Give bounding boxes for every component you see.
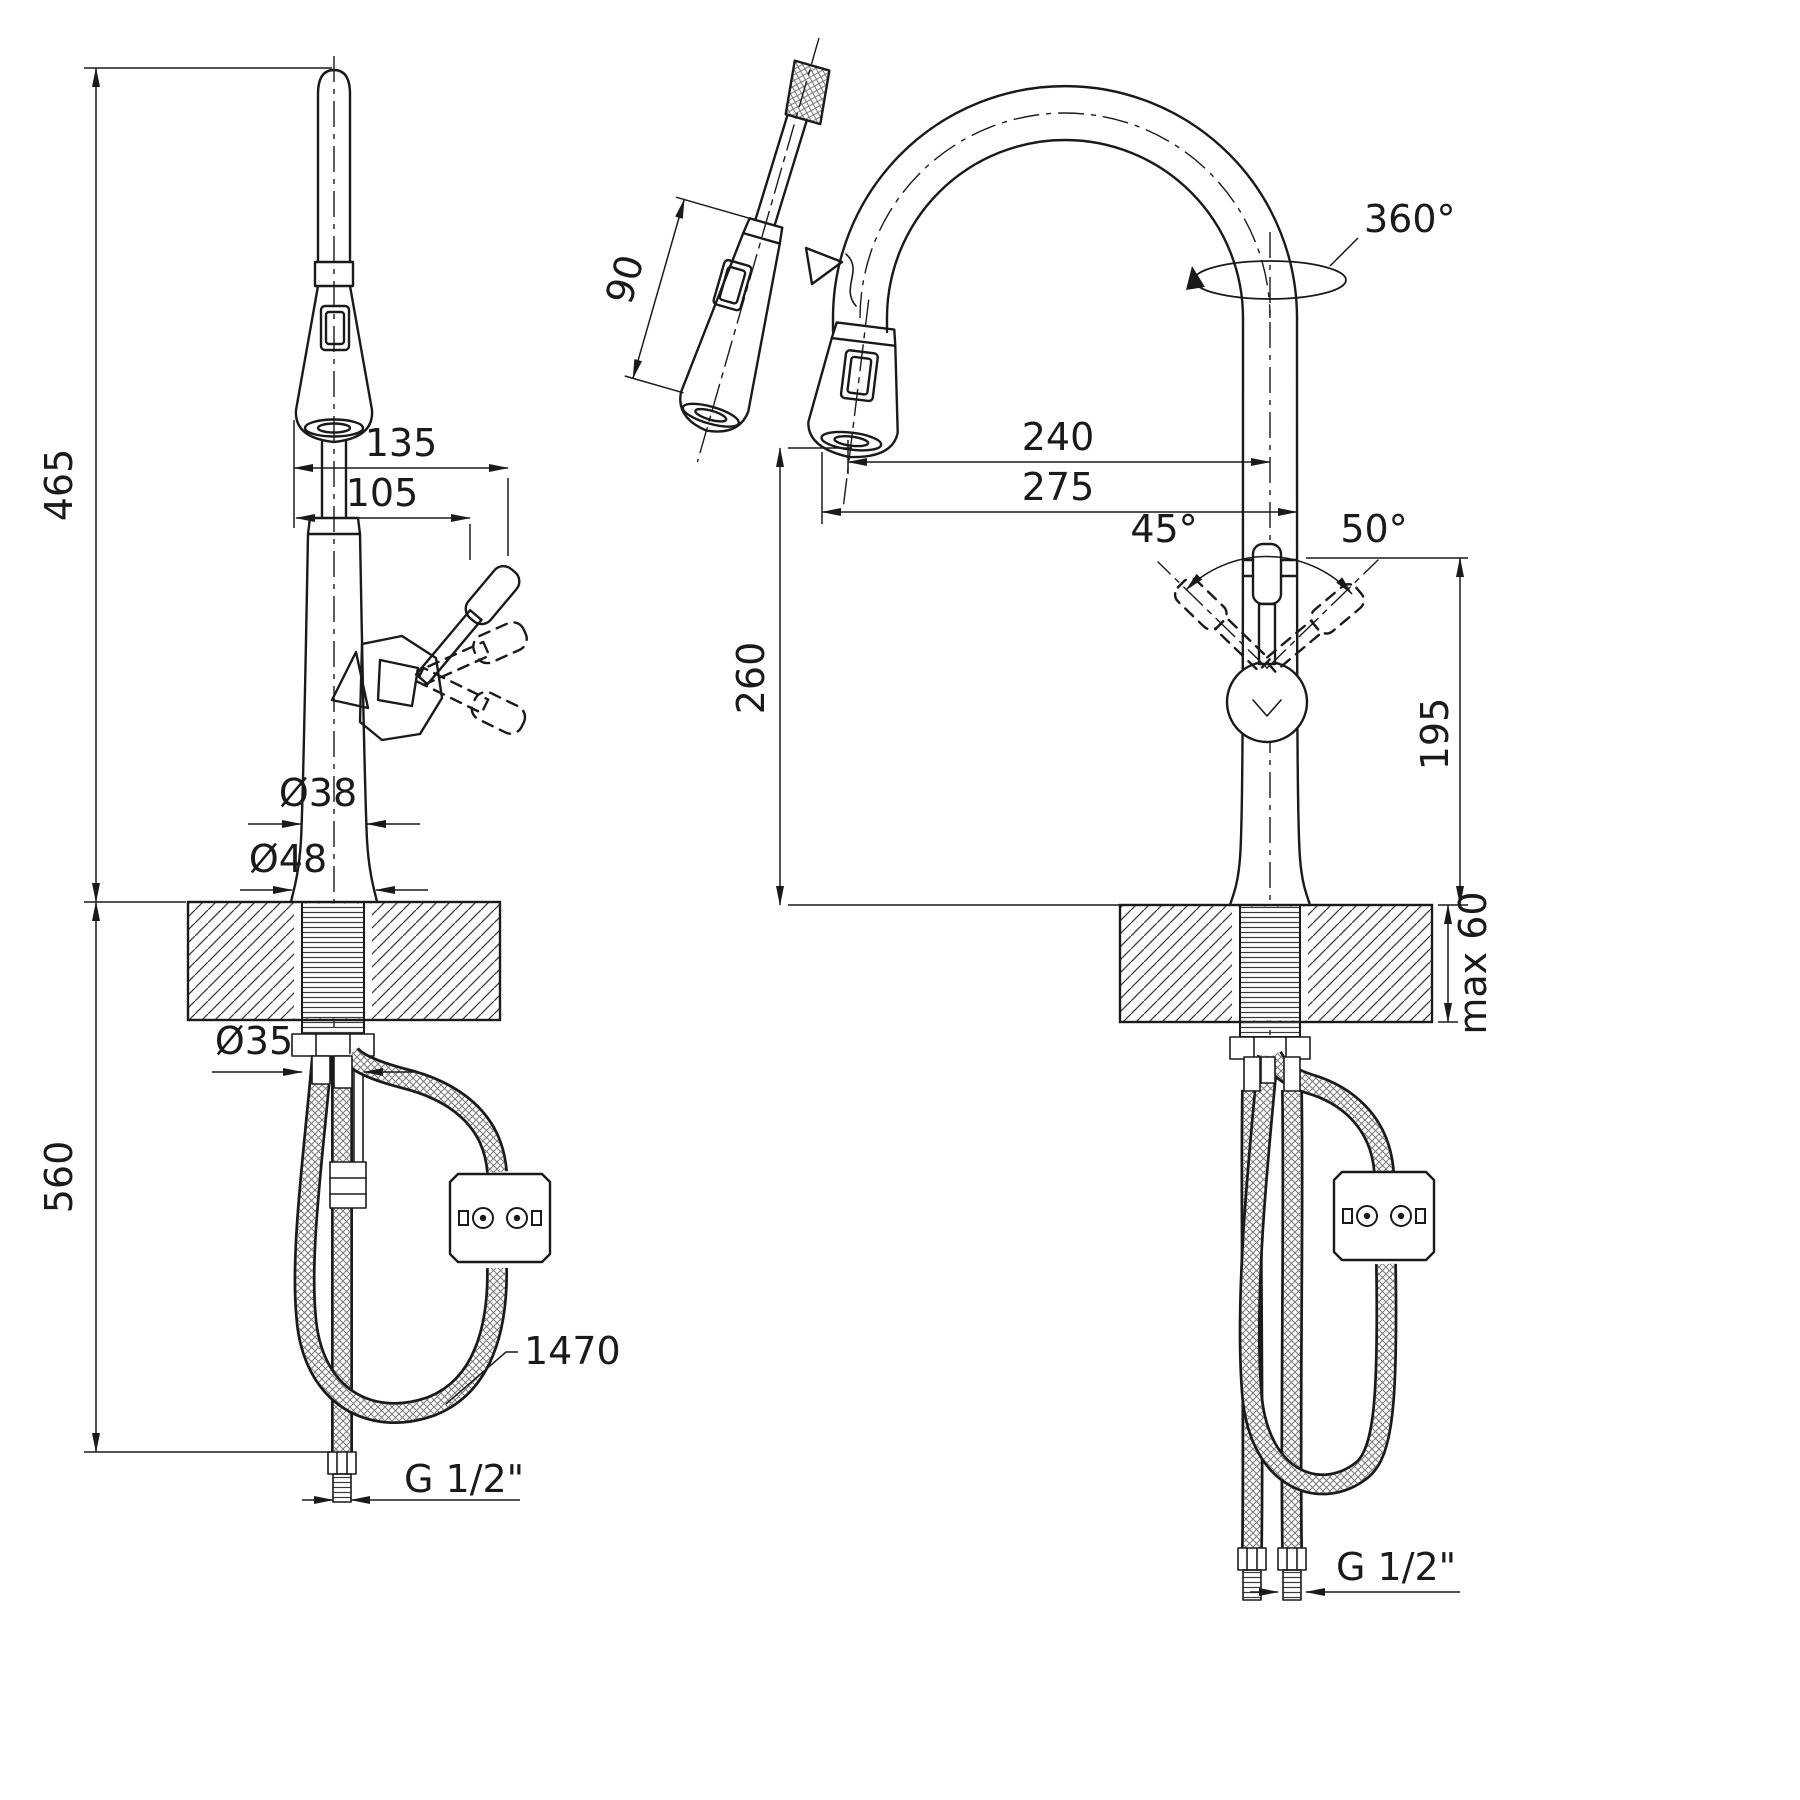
hose-length-leader — [445, 1351, 518, 1405]
handle-ball — [1225, 660, 1309, 744]
countertop-left — [186, 900, 502, 1057]
handle-lever-alt-down — [415, 666, 527, 735]
mounting-shank-right — [1239, 904, 1301, 1038]
dim-label-g12-right: G 1/2" — [1336, 1545, 1456, 1589]
handle-lever-alt-up — [416, 621, 528, 687]
left-view: 465 560 135 105 Ø38 Ø48 Ø35 1470 G 1/2" — [37, 56, 621, 1504]
head-collar — [313, 260, 355, 288]
swivel-annotation: 360° — [1186, 197, 1456, 300]
mounting-shank — [301, 901, 365, 1035]
spout-tube — [316, 68, 352, 264]
dimensions-left — [84, 67, 520, 1504]
counterweight-block-left — [448, 1172, 552, 1264]
section-marker — [804, 246, 844, 286]
spray-head-front — [807, 299, 899, 505]
g12-nut-right-1 — [1237, 1547, 1267, 1571]
dim-label-max60: max 60 — [1451, 891, 1495, 1034]
dim-label-g12-left: G 1/2" — [404, 1457, 524, 1501]
detail-hose-stub — [784, 59, 831, 126]
handle-swing-arc — [1185, 555, 1353, 595]
handle-side-view — [330, 564, 528, 742]
body-edge-left — [289, 532, 310, 904]
spout-inner-arc — [885, 138, 1245, 320]
break-line — [845, 253, 857, 307]
dim-label-275: 275 — [1022, 465, 1095, 509]
right-view: 90 360° — [597, 37, 1495, 1601]
dim-label-195: 195 — [1413, 698, 1457, 771]
centerline-arc — [859, 112, 1271, 319]
hose-fittings-left — [311, 1055, 367, 1503]
counterweight-block-right — [1332, 1170, 1436, 1262]
dim-label-45deg: 45° — [1130, 507, 1197, 551]
swivel-arrowhead — [1186, 266, 1205, 290]
handle-lever-neutral — [1251, 542, 1283, 606]
dim-label-465: 465 — [37, 449, 81, 522]
dim-label-d38: Ø38 — [279, 771, 357, 815]
handle-front-view — [1157, 542, 1379, 744]
spray-button — [319, 304, 351, 352]
spray-head — [294, 284, 374, 444]
hose-fittings-right — [1237, 1056, 1307, 1601]
dim-label-90: 90 — [597, 250, 653, 309]
pullout-hose-loop-right — [1250, 1056, 1387, 1484]
handle-lever — [414, 564, 521, 686]
dim-label-1470: 1470 — [524, 1329, 621, 1373]
body-edge-right — [358, 532, 379, 904]
column-edge-left — [1228, 316, 1245, 907]
inline-connector — [329, 1161, 367, 1209]
g12-nut-left — [327, 1451, 357, 1475]
dim-label-105: 105 — [346, 471, 419, 515]
dim-label-260: 260 — [729, 642, 773, 715]
countertop-right — [1118, 903, 1434, 1060]
spout-outer-arc — [831, 84, 1299, 320]
g12-nut-right-2 — [1277, 1547, 1307, 1571]
g12-thread-left — [332, 1473, 352, 1503]
dim-label-135: 135 — [365, 421, 438, 465]
column-edge-right — [1295, 316, 1312, 907]
g12-thread-right-1 — [1242, 1569, 1262, 1601]
dim-label-50deg: 50° — [1340, 507, 1407, 551]
dim-label-360: 360° — [1364, 197, 1456, 241]
handle-joint — [358, 634, 444, 742]
dim-label-240: 240 — [1022, 415, 1095, 459]
detail-spray-button — [712, 258, 753, 312]
g12-thread-right-2 — [1282, 1569, 1302, 1601]
dimensions-right — [776, 440, 1468, 1596]
dim-label-560: 560 — [37, 1141, 81, 1214]
mounting-nut-right — [1229, 1036, 1311, 1060]
dim-label-d48: Ø48 — [249, 837, 327, 881]
spray-head-detail: 90 — [597, 37, 831, 463]
dim-label-d35: Ø35 — [215, 1019, 293, 1063]
faucet-side-view — [289, 68, 379, 904]
